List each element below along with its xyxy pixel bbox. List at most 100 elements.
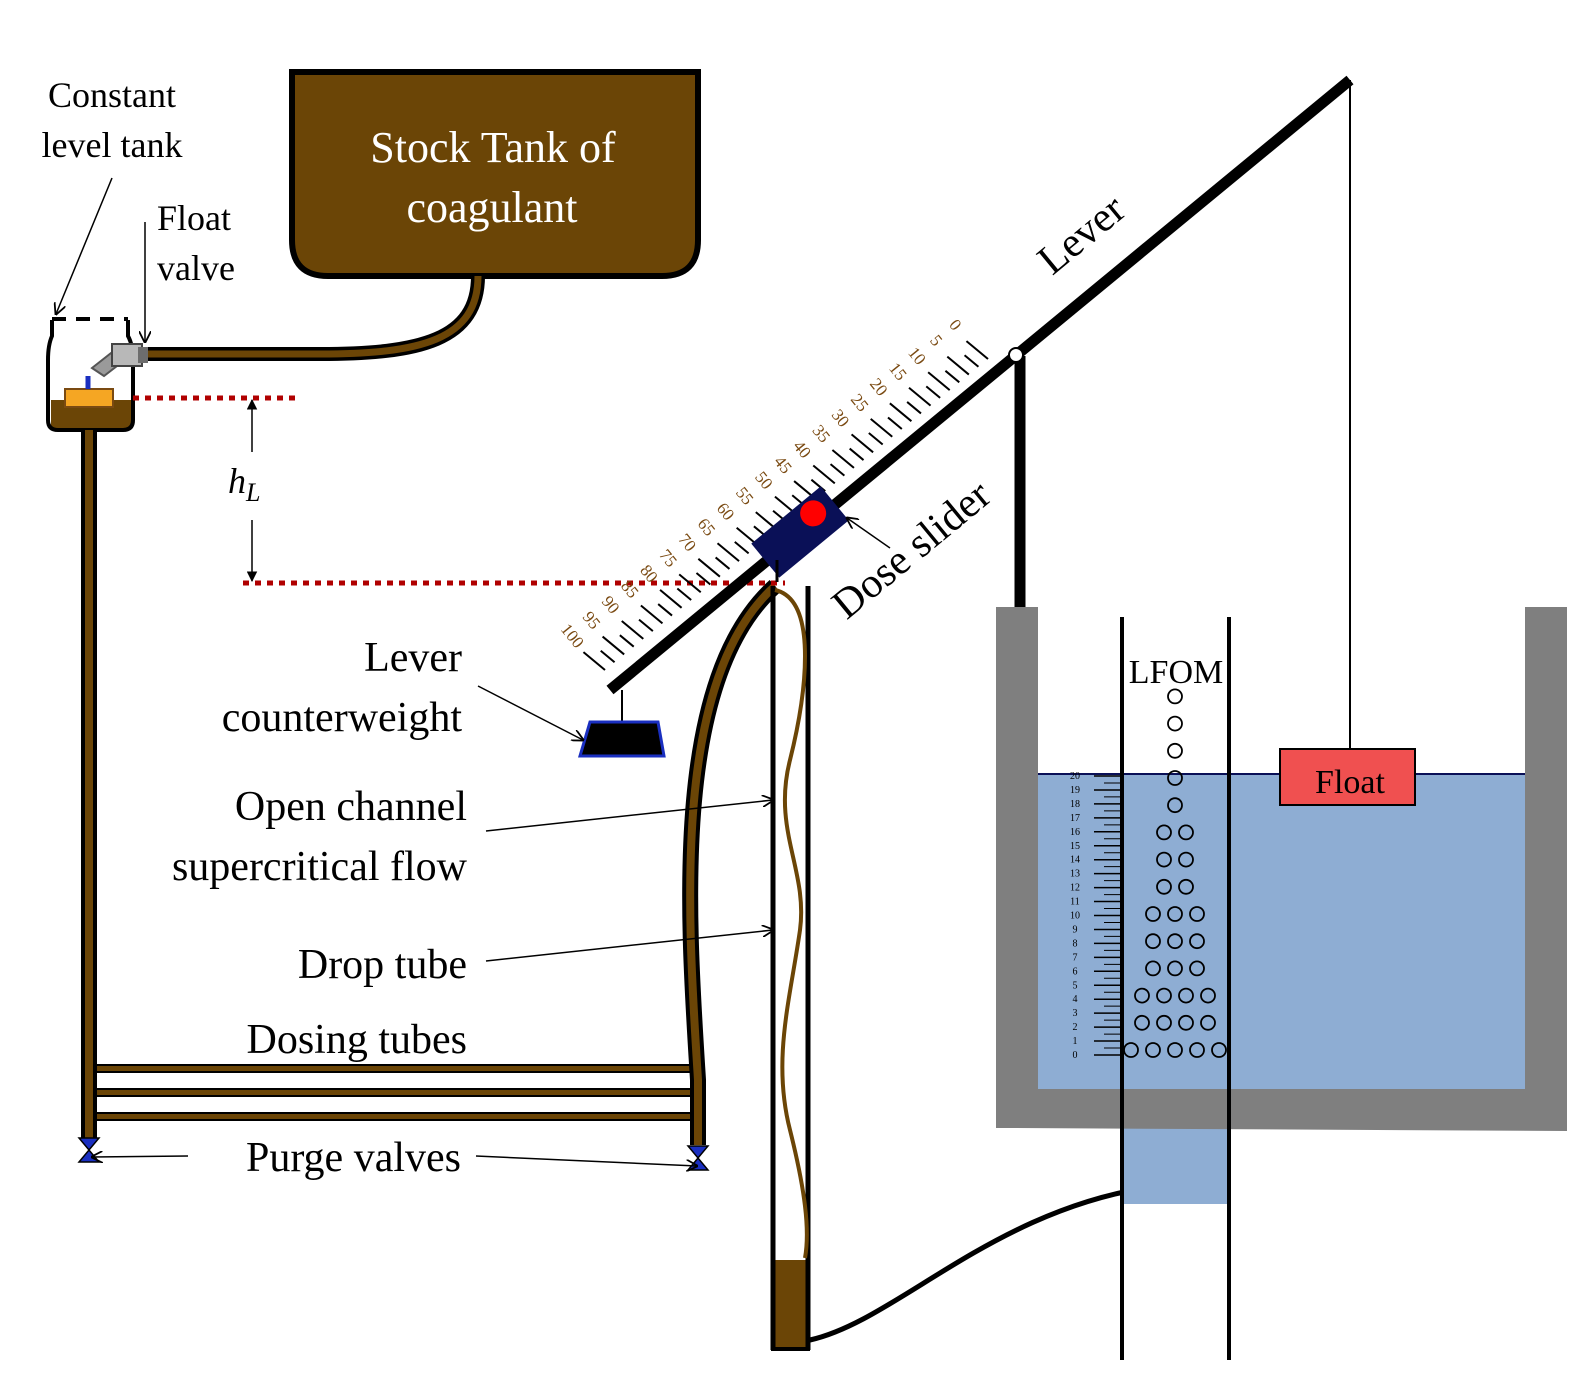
open-channel-label-line1: Open channel bbox=[235, 784, 467, 830]
lfom-orifice bbox=[1156, 851, 1172, 868]
lfom-scale-label: 12 bbox=[1070, 883, 1080, 894]
lever-scale-tick bbox=[678, 573, 702, 594]
dose-slider-marker bbox=[800, 500, 827, 527]
lfom-orifice bbox=[1134, 1014, 1150, 1031]
lfom-orifice bbox=[1178, 851, 1194, 868]
lfom-scale-label: 19 bbox=[1070, 785, 1080, 796]
lever-scale-tick bbox=[582, 651, 606, 671]
lever-scale-label: 0 bbox=[945, 316, 965, 335]
lfom-orifice bbox=[1123, 1042, 1139, 1058]
lfom-orifice bbox=[1145, 960, 1161, 977]
lever-scale-tick bbox=[925, 385, 941, 399]
dosing-tubes-label: Dosing tubes bbox=[247, 1017, 468, 1063]
lever-scale-tick bbox=[887, 416, 903, 430]
lfom-orifice bbox=[1167, 1042, 1183, 1058]
lfom-scale-label: 15 bbox=[1070, 841, 1080, 852]
lever-scale-label: 95 bbox=[579, 608, 604, 633]
lever-scale-tick bbox=[714, 556, 731, 570]
lfom-orifice bbox=[1167, 797, 1183, 814]
purge-valves-callout: Purge valves bbox=[92, 1135, 697, 1181]
float[interactable]: Float bbox=[1279, 748, 1416, 806]
lever-scale-label: 55 bbox=[732, 483, 757, 508]
lfom-orifice bbox=[1189, 906, 1205, 922]
head-loss-indicator: hL bbox=[133, 395, 785, 586]
lever-scale-label: 35 bbox=[809, 421, 834, 446]
lever-scale-tick bbox=[927, 371, 951, 391]
lever-scale-tick bbox=[600, 649, 616, 663]
lfom-scale-label: 5 bbox=[1073, 980, 1078, 991]
lfom-scale-label: 8 bbox=[1073, 938, 1078, 949]
lever-scale-label: 85 bbox=[617, 577, 642, 602]
lfom-label: LFOM bbox=[1129, 654, 1223, 691]
open-channel-label-line2: supercritical flow bbox=[172, 844, 468, 890]
lfom-orifice bbox=[1145, 906, 1161, 922]
lever-scale-tick bbox=[908, 386, 932, 407]
purge-valves-label: Purge valves bbox=[246, 1135, 461, 1181]
lever-scale-tick bbox=[946, 355, 970, 376]
lever-scale-label: 30 bbox=[828, 406, 853, 431]
fulcrum-pivot[interactable] bbox=[1008, 347, 1024, 363]
lever-scale-tick bbox=[695, 572, 711, 586]
lfom-orifice bbox=[1189, 960, 1205, 977]
supercritical-flow-stream bbox=[774, 588, 809, 1259]
supply-pipe bbox=[81, 430, 97, 1138]
head-loss-symbol: hL bbox=[228, 461, 260, 507]
lfom-orifice bbox=[1145, 933, 1161, 950]
lever-scale-tick bbox=[870, 418, 893, 438]
purge-valve-left bbox=[77, 1137, 101, 1163]
lfom-scale-label: 20 bbox=[1070, 771, 1080, 782]
constant-level-tank bbox=[46, 317, 135, 432]
lever-scale-label: 10 bbox=[904, 343, 929, 368]
lfom-orifice bbox=[1134, 987, 1150, 1004]
lfom-scale-label: 9 bbox=[1073, 924, 1078, 935]
open-channel-callout: Open channel supercritical flow bbox=[172, 784, 773, 890]
lever-scale-tick bbox=[697, 558, 721, 578]
lfom-scale-label: 11 bbox=[1070, 897, 1080, 908]
lever-counterweight-label-line1: Lever bbox=[364, 635, 462, 681]
lever-scale-tick bbox=[963, 354, 980, 368]
lfom-scale-label: 14 bbox=[1070, 855, 1080, 866]
lfom-orifice bbox=[1200, 987, 1216, 1004]
lfom-orifice bbox=[1167, 933, 1183, 950]
dosing-tubes bbox=[97, 1064, 697, 1121]
feed-pipe bbox=[145, 275, 485, 361]
head-loss-subscript: L bbox=[245, 478, 260, 507]
drop-tube-label: Drop tube bbox=[298, 942, 467, 988]
lfom-scale-label: 3 bbox=[1073, 1008, 1078, 1019]
lfom-orifices bbox=[1123, 688, 1227, 1058]
lever-scale-tick bbox=[812, 464, 836, 485]
lfom-scale-label: 13 bbox=[1070, 869, 1080, 880]
lever-scale-tick bbox=[849, 447, 865, 461]
lever-scale-label: 90 bbox=[598, 592, 623, 617]
lever-scale-tick bbox=[716, 542, 740, 562]
lever-scale-label: 70 bbox=[675, 530, 700, 555]
float-valve-label-line2: valve bbox=[157, 248, 235, 288]
float-valve-label-line1: Float bbox=[157, 198, 231, 238]
lfom-scale-label: 18 bbox=[1070, 799, 1080, 810]
lfom-orifice bbox=[1167, 960, 1183, 977]
lfom-orifice bbox=[1200, 1014, 1216, 1031]
drop-tube-callout: Drop tube bbox=[298, 930, 773, 988]
lever-scale-tick bbox=[831, 449, 855, 469]
stock-tank-label-line2: coagulant bbox=[406, 183, 577, 232]
stock-tank: Stock Tank of coagulant bbox=[289, 69, 701, 279]
outlet-pipe bbox=[809, 1181, 1176, 1343]
lever-scale-tick bbox=[906, 401, 922, 415]
lever-scale-tick bbox=[829, 463, 846, 477]
lever-scale-tick bbox=[619, 634, 635, 648]
lever-counterweight-block[interactable] bbox=[577, 720, 666, 758]
drop-tube bbox=[770, 586, 811, 1351]
lever-scale-tick bbox=[868, 432, 884, 446]
lfom-orifice bbox=[1156, 878, 1172, 895]
dose-slider[interactable] bbox=[751, 486, 849, 578]
float-valve-callout: Float valve bbox=[145, 198, 235, 342]
head-loss-h: h bbox=[228, 461, 246, 501]
lever-arm bbox=[606, 75, 1354, 695]
flexible-tube bbox=[682, 580, 781, 1145]
stock-tank-label-line1: Stock Tank of bbox=[370, 123, 616, 172]
lfom-orifice bbox=[1189, 1042, 1205, 1058]
lever-scale-label: 45 bbox=[770, 452, 795, 477]
